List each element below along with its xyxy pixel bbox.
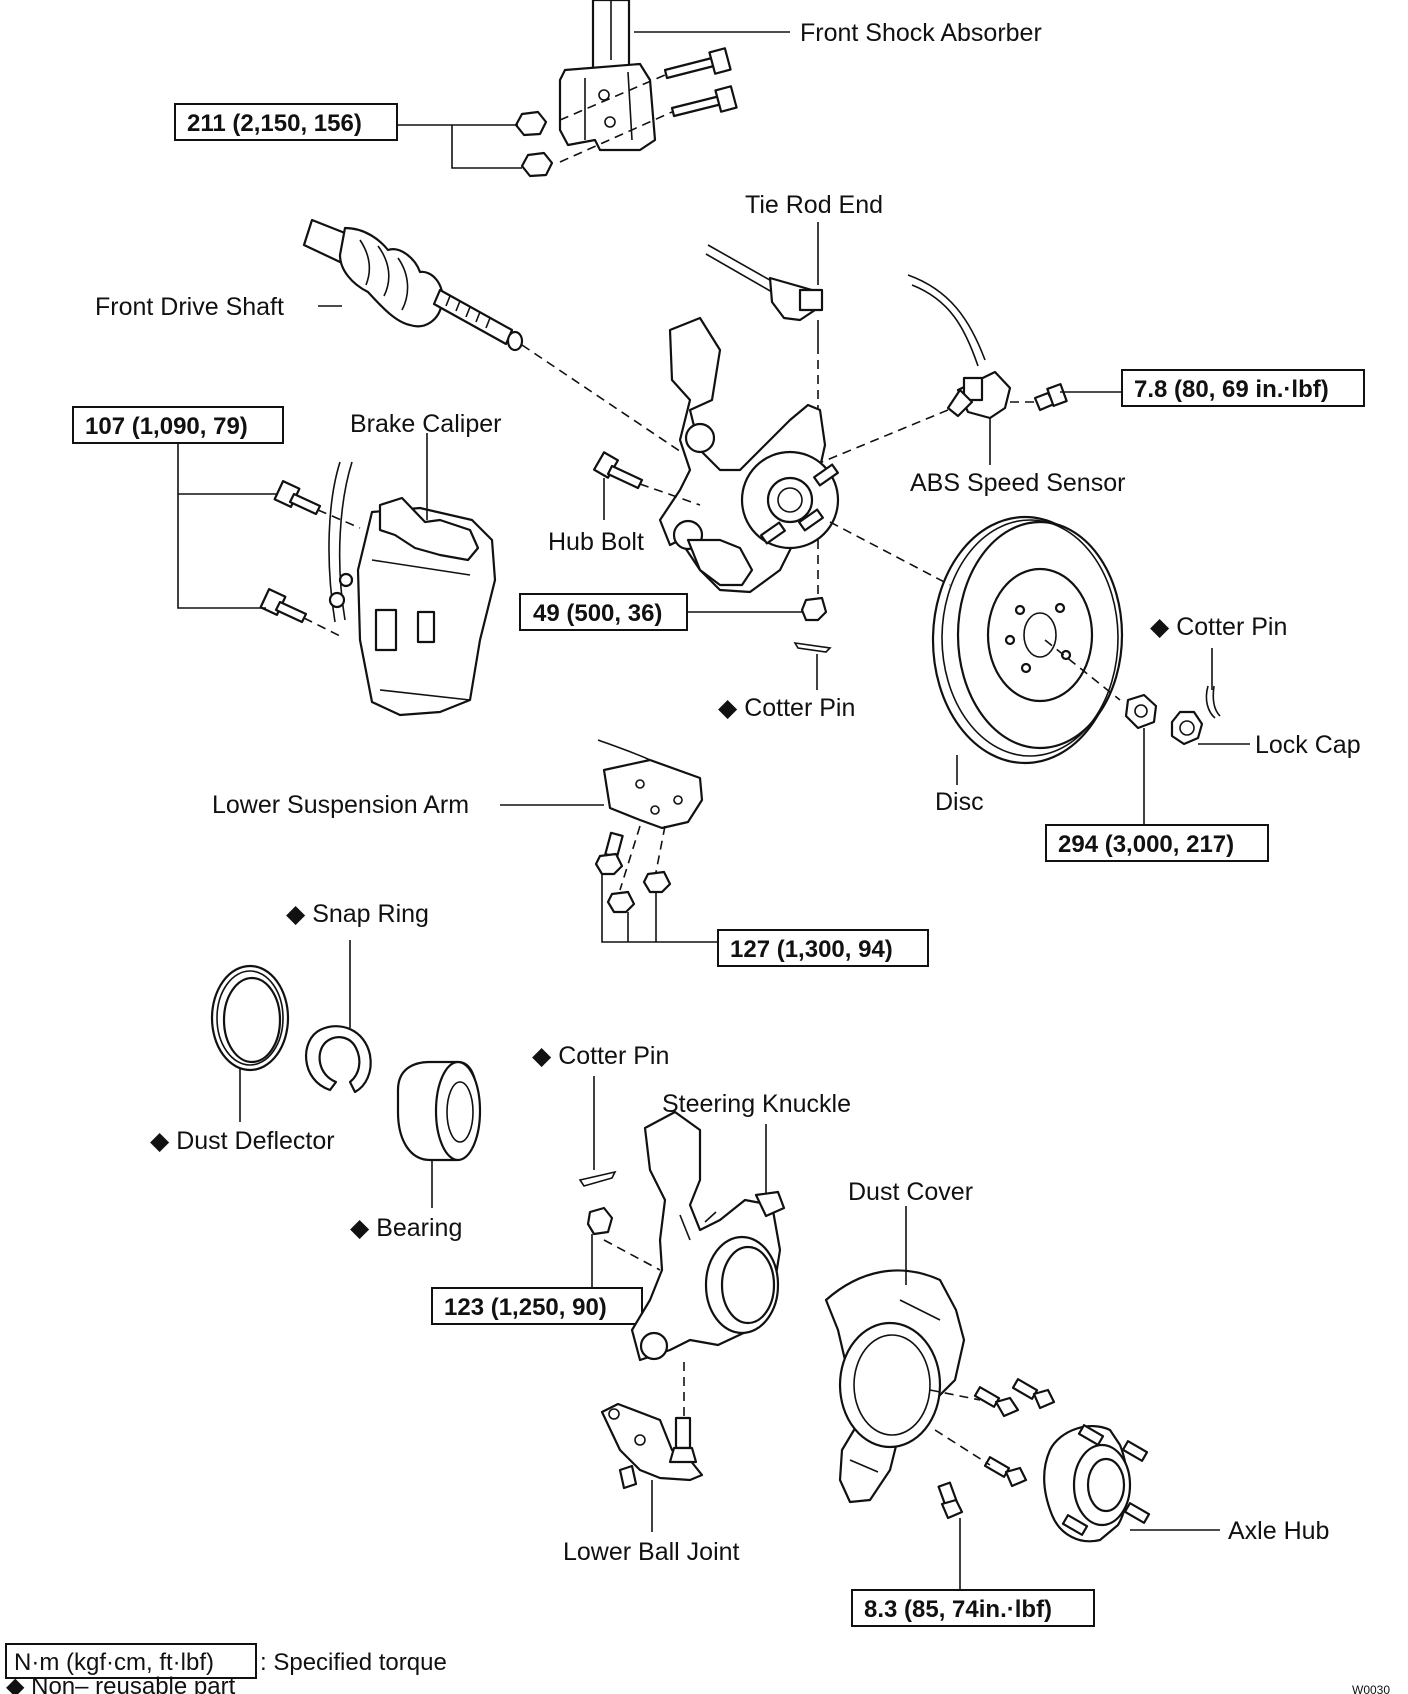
legend-unit-text: : Specified torque <box>260 1649 447 1676</box>
tie-rod-nut <box>800 596 828 622</box>
torque-tie-rod: 49 (500, 36) <box>533 600 662 627</box>
axle-hub-part <box>1043 1424 1151 1543</box>
ball-joint-nut <box>586 1206 614 1236</box>
caliper-bolts <box>259 480 322 624</box>
torque-lower-arm: 127 (1,300, 94) <box>730 936 893 963</box>
label-steering-knuckle: Steering Knuckle <box>662 1090 851 1118</box>
label-front-shock-absorber: Front Shock Absorber <box>800 19 1042 47</box>
label-dust-cover: Dust Cover <box>848 1178 973 1206</box>
label-front-drive-shaft: Front Drive Shaft <box>95 293 284 321</box>
label-lock-cap: Lock Cap <box>1255 731 1361 759</box>
tie-rod-end-part <box>705 244 824 345</box>
torque-caliper: 107 (1,090, 79) <box>85 413 248 440</box>
figure-code: W0030 <box>1352 1683 1390 1694</box>
label-dust-deflector: ◆ Dust Deflector <box>150 1127 335 1155</box>
lower-ball-joint-part <box>600 1402 704 1490</box>
dust-cover-bolts <box>937 1378 1056 1520</box>
shock-nuts <box>514 110 554 178</box>
torque-dust-cover: 8.3 (85, 74in.·lbf) <box>864 1596 1052 1623</box>
snap-ring-part <box>305 1025 372 1094</box>
label-snap-ring: ◆ Snap Ring <box>286 900 429 928</box>
label-cotter-pin-mid: ◆ Cotter Pin <box>718 694 855 722</box>
torque-abs: 7.8 (80, 69 in.·lbf) <box>1134 376 1329 403</box>
lock-cap-part <box>1170 710 1204 746</box>
torque-ball-joint: 123 (1,250, 90) <box>444 1294 607 1321</box>
abs-bolt <box>1033 383 1068 412</box>
label-abs-speed-sensor: ABS Speed Sensor <box>910 469 1125 497</box>
label-lower-suspension-arm: Lower Suspension Arm <box>212 791 469 819</box>
lower-suspension-arm-part <box>597 739 704 830</box>
cotter-pin-right-part <box>1205 685 1221 719</box>
hub-bolt-part <box>592 451 644 490</box>
label-bearing: ◆ Bearing <box>350 1214 462 1242</box>
disc-part <box>931 515 1124 765</box>
bearing-part <box>396 1060 482 1162</box>
axle-nut-part <box>1124 693 1158 730</box>
cotter-pin-lower-part <box>578 1170 617 1187</box>
shock-bolts <box>663 47 738 118</box>
label-hub-bolt: Hub Bolt <box>548 528 644 556</box>
label-cotter-pin-top: ◆ Cotter Pin <box>1150 613 1287 641</box>
knuckle-assembly <box>658 316 840 594</box>
torque-axle-nut: 294 (3,000, 217) <box>1058 831 1234 858</box>
lower-arm-bolts <box>594 831 672 914</box>
steering-knuckle-part <box>630 1110 786 1362</box>
front-shock-absorber-part <box>558 0 657 152</box>
label-brake-caliper: Brake Caliper <box>350 410 501 438</box>
hub-studs-upper <box>760 463 839 545</box>
label-cotter-pin-low: ◆ Cotter Pin <box>532 1042 669 1070</box>
cotter-pin-upper-part <box>793 641 832 653</box>
abs-speed-sensor-part <box>907 274 1012 420</box>
legend-non-reusable: ◆ Non– reusable part <box>6 1673 236 1694</box>
label-axle-hub: Axle Hub <box>1228 1517 1329 1545</box>
brake-caliper-part <box>328 461 497 717</box>
legend-unit-box: N·m (kgf·cm, ft·lbf) <box>14 1649 214 1676</box>
label-disc: Disc <box>935 788 984 816</box>
label-tie-rod-end: Tie Rod End <box>745 191 883 219</box>
label-lower-ball-joint: Lower Ball Joint <box>563 1538 740 1566</box>
front-drive-shaft-part <box>302 218 524 352</box>
dust-deflector-part <box>210 964 290 1072</box>
dust-cover-part <box>824 1269 966 1504</box>
torque-shock: 211 (2,150, 156) <box>187 110 362 137</box>
